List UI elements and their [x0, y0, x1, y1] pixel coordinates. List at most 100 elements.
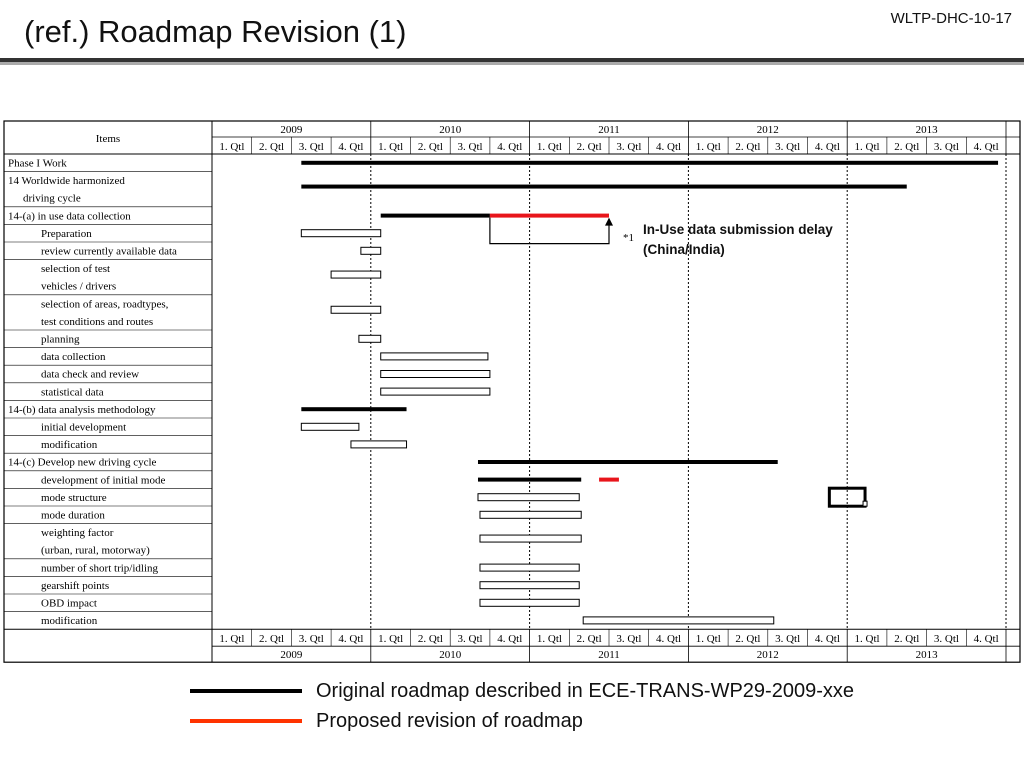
quarter-label-bottom: 1. Qtl: [219, 633, 244, 645]
quarter-label-bottom: 2. Qtl: [735, 633, 760, 645]
delay-bracket: [489, 217, 610, 245]
row-label: data collection: [41, 351, 106, 363]
document-id: WLTP-DHC-10-17: [890, 10, 1012, 27]
quarter-label-bottom: 4. Qtl: [815, 633, 840, 645]
quarter-label-top: 2. Qtl: [259, 141, 284, 153]
year-label-bottom: 2012: [757, 649, 779, 661]
quarter-label-bottom: 2. Qtl: [418, 633, 443, 645]
row-label: 14 Worldwide harmonized: [8, 175, 125, 187]
callout-reference-mark: *1: [623, 232, 634, 244]
task-bar: [479, 534, 582, 543]
title-separator: [0, 58, 1024, 62]
row-label: 14-(b) data analysis methodology: [8, 404, 156, 416]
row-label: development of initial mode: [41, 474, 165, 486]
quarter-label-top: 4. Qtl: [974, 141, 999, 153]
year-label-top: 2009: [280, 124, 303, 136]
row-label: modification: [41, 439, 98, 451]
quarter-label-top: 2. Qtl: [577, 141, 602, 153]
task-bar: [479, 598, 580, 607]
title-separator-shadow: [0, 62, 1024, 65]
quarter-label-top: 2. Qtl: [418, 141, 443, 153]
quarter-label-bottom: 3. Qtl: [934, 633, 959, 645]
quarter-label-top: 1. Qtl: [219, 141, 244, 153]
quarter-label-bottom: 2. Qtl: [259, 633, 284, 645]
task-bar: [300, 422, 360, 431]
row-label: vehicles / drivers: [41, 281, 116, 293]
delay-arrowhead: [605, 217, 613, 226]
quarter-label-bottom: 2. Qtl: [894, 633, 919, 645]
task-bar: [380, 387, 491, 396]
proposed-bar: [599, 477, 619, 482]
delay-callout: In-Use data submission delay (China/Indi…: [643, 220, 833, 260]
year-label-bottom: 2010: [439, 649, 462, 661]
quarter-label-top: 1. Qtl: [855, 141, 880, 153]
row-label: 14-(a) in use data collection: [8, 210, 131, 222]
task-bar: [380, 352, 489, 361]
quarter-label-bottom: 1. Qtl: [537, 633, 562, 645]
quarter-label-bottom: 1. Qtl: [855, 633, 880, 645]
milestone-handle: [862, 500, 868, 507]
items-header: Items: [96, 133, 120, 145]
quarter-label-top: 4. Qtl: [338, 141, 363, 153]
year-label-top: 2011: [598, 124, 620, 136]
row-label: selection of test: [41, 263, 110, 275]
task-bar: [300, 229, 382, 238]
legend-item-original: Original roadmap described in ECE-TRANS-…: [190, 680, 1020, 710]
year-label-top: 2010: [439, 124, 462, 136]
quarter-label-bottom: 3. Qtl: [299, 633, 324, 645]
year-label-top: 2012: [757, 124, 779, 136]
row-label: review currently available data: [41, 246, 177, 258]
quarter-label-top: 4. Qtl: [497, 141, 522, 153]
quarter-label-top: 3. Qtl: [299, 141, 324, 153]
task-bar: [360, 246, 382, 255]
task-bar: [479, 581, 580, 590]
row-label: Phase I Work: [8, 158, 67, 170]
quarter-label-bottom: 4. Qtl: [974, 633, 999, 645]
row-label: initial development: [41, 422, 126, 434]
legend-label-proposed: Proposed revision of roadmap: [316, 710, 583, 732]
row-label: test conditions and routes: [41, 316, 153, 328]
task-bar: [350, 440, 408, 449]
row-label: gearshift points: [41, 580, 109, 592]
callout-line-2: (China/India): [643, 242, 725, 257]
quarter-label-bottom: 4. Qtl: [656, 633, 681, 645]
quarter-label-top: 3. Qtl: [616, 141, 641, 153]
legend-label-original: Original roadmap described in ECE-TRANS-…: [316, 680, 854, 702]
quarter-label-bottom: 3. Qtl: [775, 633, 800, 645]
original-bar: [380, 213, 490, 218]
task-bar: [330, 305, 382, 314]
row-label: mode duration: [41, 510, 105, 522]
legend: Original roadmap described in ECE-TRANS-…: [190, 680, 1020, 740]
row-label: data check and review: [41, 369, 139, 381]
row-label: planning: [41, 334, 80, 346]
year-label-bottom: 2013: [916, 649, 939, 661]
task-bar: [479, 510, 582, 519]
year-label-bottom: 2011: [598, 649, 620, 661]
original-bar: [477, 477, 582, 482]
quarter-label-top: 4. Qtl: [656, 141, 681, 153]
page-title: (ref.) Roadmap Revision (1): [24, 14, 407, 49]
row-label: selection of areas, roadtypes,: [41, 298, 169, 310]
quarter-label-top: 4. Qtl: [815, 141, 840, 153]
row-label: Preparation: [41, 228, 92, 240]
quarter-label-bottom: 4. Qtl: [497, 633, 522, 645]
row-label: modification: [41, 615, 98, 627]
quarter-label-top: 3. Qtl: [775, 141, 800, 153]
quarter-label-top: 2. Qtl: [894, 141, 919, 153]
original-bar: [301, 160, 999, 165]
quarter-label-bottom: 4. Qtl: [338, 633, 363, 645]
row-label: weighting factor: [41, 527, 114, 539]
row-label: (urban, rural, motorway): [41, 545, 150, 557]
task-bar: [330, 270, 382, 279]
callout-line-1: In-Use data submission delay: [643, 222, 833, 237]
quarter-label-top: 2. Qtl: [735, 141, 760, 153]
task-bar: [477, 493, 580, 502]
legend-item-proposed: Proposed revision of roadmap: [190, 710, 1020, 740]
task-bar: [582, 616, 775, 625]
task-bar: [380, 370, 491, 378]
task-bar: [358, 334, 382, 343]
row-label: mode structure: [41, 492, 107, 504]
quarter-label-top: 1. Qtl: [537, 141, 562, 153]
row-label: 14-(c) Develop new driving cycle: [8, 457, 157, 469]
